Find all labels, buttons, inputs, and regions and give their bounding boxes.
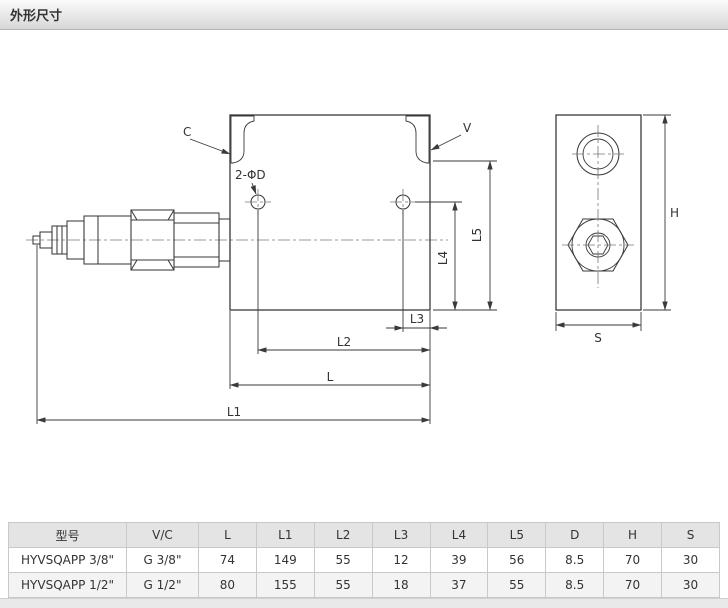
cell-d: 8.5 xyxy=(545,572,605,598)
col-header-h: H xyxy=(603,522,662,548)
dim-label-l: L xyxy=(327,370,334,384)
dimension-table: 型号 V/C L L1 L2 L3 L4 L5 D H S HYVSQAPP 3… xyxy=(8,522,720,598)
cell-model: HYVSQAPP 1/2" xyxy=(8,572,127,598)
cell-s: 30 xyxy=(661,572,720,598)
col-header-vc: V/C xyxy=(126,522,199,548)
cell-l4: 37 xyxy=(429,572,489,598)
col-header-d: D xyxy=(545,522,605,548)
cell-l: 74 xyxy=(198,547,257,573)
section-header-bar: 外形尺寸 xyxy=(0,0,728,30)
cell-l3: 12 xyxy=(371,547,431,573)
col-header-s: S xyxy=(661,522,720,548)
cartridge-valve-profile xyxy=(32,209,231,271)
cell-vc: G 1/2" xyxy=(126,572,199,598)
page-bottom-strip xyxy=(0,598,728,608)
col-header-l4: L4 xyxy=(429,522,489,548)
cell-h: 70 xyxy=(603,572,662,598)
mounting-holes-label: 2-ΦD xyxy=(235,168,266,182)
cell-h: 70 xyxy=(603,547,662,573)
callouts: C V 2-ΦD xyxy=(183,121,472,195)
cell-l: 80 xyxy=(198,572,257,598)
manifold-block-side-view xyxy=(26,114,448,311)
cell-d: 8.5 xyxy=(545,547,605,573)
table-header-row: 型号 V/C L L1 L2 L3 L4 L5 D H S xyxy=(8,522,720,548)
dim-label-l3: L3 xyxy=(410,312,424,326)
dim-label-l2: L2 xyxy=(337,335,351,349)
cell-l2: 55 xyxy=(313,572,373,598)
valve-dimension-diagram: C V 2-ΦD xyxy=(26,114,679,424)
dim-label-l1: L1 xyxy=(227,405,241,419)
dim-label-l4: L4 xyxy=(436,251,450,265)
dimension-labels-end-view: H S xyxy=(594,206,679,345)
cell-l5: 55 xyxy=(487,572,547,598)
col-header-l5: L5 xyxy=(487,522,547,548)
cell-l1: 155 xyxy=(255,572,315,598)
col-header-model: 型号 xyxy=(8,522,127,548)
port-v-label: V xyxy=(463,121,472,135)
dimension-table-container: 型号 V/C L L1 L2 L3 L4 L5 D H S HYVSQAPP 3… xyxy=(0,522,728,598)
dim-label-s: S xyxy=(594,331,602,345)
cell-model: HYVSQAPP 3/8" xyxy=(8,547,127,573)
dimensions-main-view xyxy=(36,160,497,424)
cell-l3: 18 xyxy=(371,572,431,598)
table-row: HYVSQAPP 3/8" G 3/8" 74 149 55 12 39 56 … xyxy=(8,547,720,573)
dimensions-end-view xyxy=(555,114,671,331)
col-header-l3: L3 xyxy=(371,522,431,548)
cell-l1: 149 xyxy=(255,547,315,573)
manifold-block-end-view xyxy=(555,114,642,311)
col-header-l2: L2 xyxy=(313,522,373,548)
page-title: 外形尺寸 xyxy=(10,9,63,24)
dim-label-h: H xyxy=(670,206,679,220)
dimension-drawing: C V 2-ΦD xyxy=(0,30,728,522)
cell-l2: 55 xyxy=(313,547,373,573)
table-row: HYVSQAPP 1/2" G 1/2" 80 155 55 18 37 55 … xyxy=(8,572,720,598)
port-c-label: C xyxy=(183,125,191,139)
col-header-l: L xyxy=(198,522,257,548)
cell-l5: 56 xyxy=(487,547,547,573)
col-header-l1: L1 xyxy=(255,522,315,548)
dimension-labels-main-view: L5 L4 L3 L2 L L1 xyxy=(227,228,484,419)
cell-l4: 39 xyxy=(429,547,489,573)
cell-vc: G 3/8" xyxy=(126,547,199,573)
dim-label-l5: L5 xyxy=(470,228,484,242)
cell-s: 30 xyxy=(661,547,720,573)
